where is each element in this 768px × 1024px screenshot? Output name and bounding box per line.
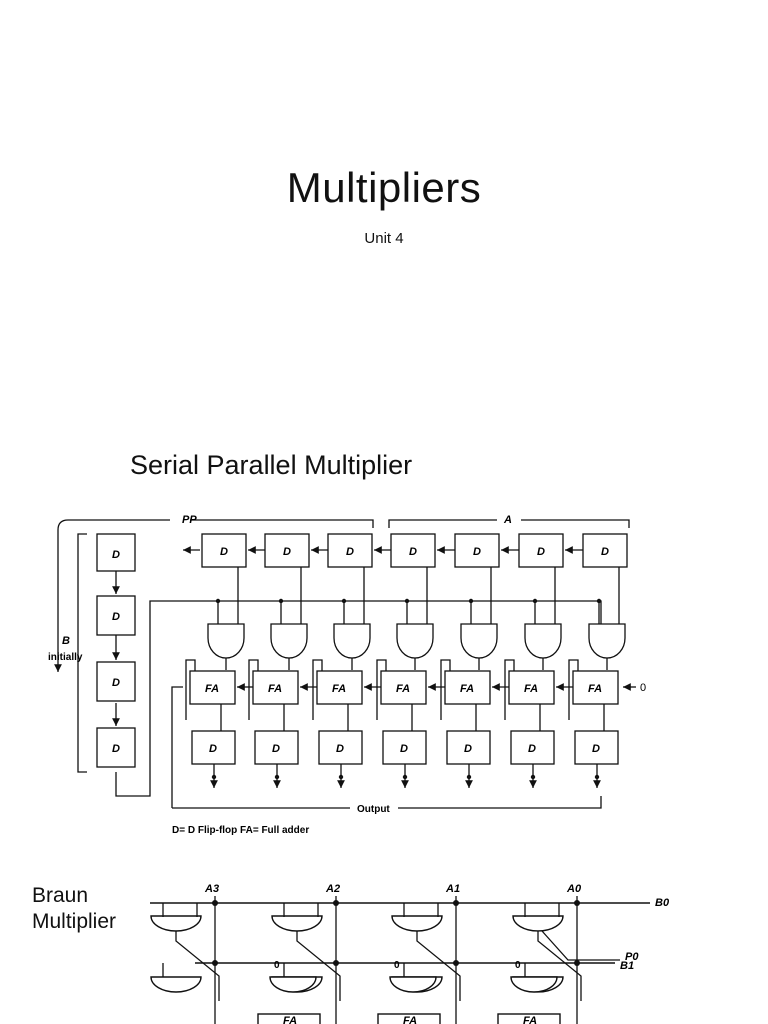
b-d-label: D	[112, 549, 120, 561]
column-label: A1	[445, 883, 460, 895]
and-gate	[460, 623, 498, 659]
column-label: A3	[204, 883, 219, 895]
carry-d-flipflop	[254, 730, 299, 765]
carry-d-flipflop	[446, 730, 491, 765]
braun-and-gate	[389, 976, 437, 993]
top-d-flipflop	[201, 533, 247, 568]
top-d-label: D	[409, 546, 417, 558]
braun-heading-line1: Braun	[32, 884, 89, 907]
carry-d-flipflop	[510, 730, 555, 765]
carry-d-flipflop	[318, 730, 363, 765]
full-adder	[252, 670, 299, 705]
full-adder-label: FA	[332, 683, 346, 695]
top-d-flipflop	[390, 533, 436, 568]
top-d-label: D	[283, 546, 291, 558]
full-adder-label: FA	[524, 683, 538, 695]
output-label: Output	[357, 804, 390, 815]
full-adder-label: FA	[588, 683, 602, 695]
full-adder	[316, 670, 363, 705]
p0-label: P0	[625, 951, 639, 963]
braun-and-gate	[512, 915, 564, 932]
b-label: B	[62, 635, 70, 647]
braun-fa-label: FA	[283, 1015, 297, 1024]
braun-and-gate	[271, 915, 323, 932]
slide-title-multipliers: Multipliers	[286, 164, 482, 211]
full-adder	[572, 670, 619, 705]
a-label: A	[503, 514, 512, 526]
and-gate	[207, 623, 245, 659]
b-d-flipflop	[96, 595, 136, 636]
top-d-label: D	[346, 546, 354, 558]
top-d-label: D	[220, 546, 228, 558]
top-d-flipflop	[582, 533, 628, 568]
serial-parallel-heading: Serial Parallel Multiplier	[130, 450, 413, 480]
carry-d-label: D	[336, 743, 344, 755]
b0-label: B0	[655, 897, 670, 909]
braun-and-gate	[269, 976, 317, 993]
braun-heading-line2: Multiplier	[32, 910, 117, 933]
braun-heading: Braun Multiplier	[32, 883, 116, 935]
top-d-flipflop	[264, 533, 310, 568]
and-gate	[270, 623, 308, 659]
b-initially-label: initially	[48, 652, 83, 663]
top-d-label: D	[473, 546, 481, 558]
and-gate	[333, 623, 371, 659]
braun-and-gate	[150, 976, 202, 993]
legend-label: D= D Flip-flop FA= Full adder	[172, 825, 309, 836]
b-d-flipflop	[96, 727, 136, 768]
and-gate	[588, 623, 626, 659]
braun-fa-label: FA	[403, 1015, 417, 1024]
braun-and-gate	[391, 915, 443, 932]
braun-multiplier-diagram: A3 A2 A1 A0 0 0 0FA FA FA B0 B1 P0	[150, 883, 670, 1024]
carry-d-label: D	[209, 743, 217, 755]
full-adder-label: FA	[268, 683, 282, 695]
top-d-label: D	[601, 546, 609, 558]
zero-label: 0	[274, 960, 280, 971]
b-d-label: D	[112, 611, 120, 623]
full-adder-label: FA	[205, 683, 219, 695]
slide-subtitle-unit: Unit 4	[364, 230, 404, 247]
zero-input-label: 0	[640, 682, 646, 694]
b1-label: B1	[620, 960, 634, 972]
carry-d-label: D	[400, 743, 408, 755]
full-adder-label: FA	[460, 683, 474, 695]
zero-label: 0	[394, 960, 400, 971]
top-d-flipflop	[327, 533, 373, 568]
carry-d-flipflop	[191, 730, 236, 765]
carry-d-label: D	[464, 743, 472, 755]
braun-fa-label: FA	[523, 1015, 537, 1024]
pp-label: PP	[182, 514, 197, 526]
carry-d-label: D	[528, 743, 536, 755]
zero-label: 0	[515, 960, 521, 971]
braun-full-adder	[377, 1013, 441, 1024]
carry-d-flipflop	[574, 730, 619, 765]
b-d-flipflop	[96, 533, 136, 572]
and-gate	[396, 623, 434, 659]
braun-full-adder	[497, 1013, 561, 1024]
carry-d-label: D	[592, 743, 600, 755]
b-d-label: D	[112, 677, 120, 689]
full-adder-label: FA	[396, 683, 410, 695]
full-adder	[189, 670, 236, 705]
braun-and-gate	[150, 915, 202, 932]
braun-full-adder	[257, 1013, 321, 1024]
b-d-flipflop	[96, 661, 136, 702]
column-label: A0	[566, 883, 582, 895]
column-label: A2	[325, 883, 340, 895]
and-gate	[524, 623, 562, 659]
carry-d-flipflop	[382, 730, 427, 765]
top-d-flipflop	[454, 533, 500, 568]
b-d-label: D	[112, 743, 120, 755]
braun-and-gate	[510, 976, 558, 993]
full-adder	[380, 670, 427, 705]
carry-d-label: D	[272, 743, 280, 755]
top-d-label: D	[537, 546, 545, 558]
